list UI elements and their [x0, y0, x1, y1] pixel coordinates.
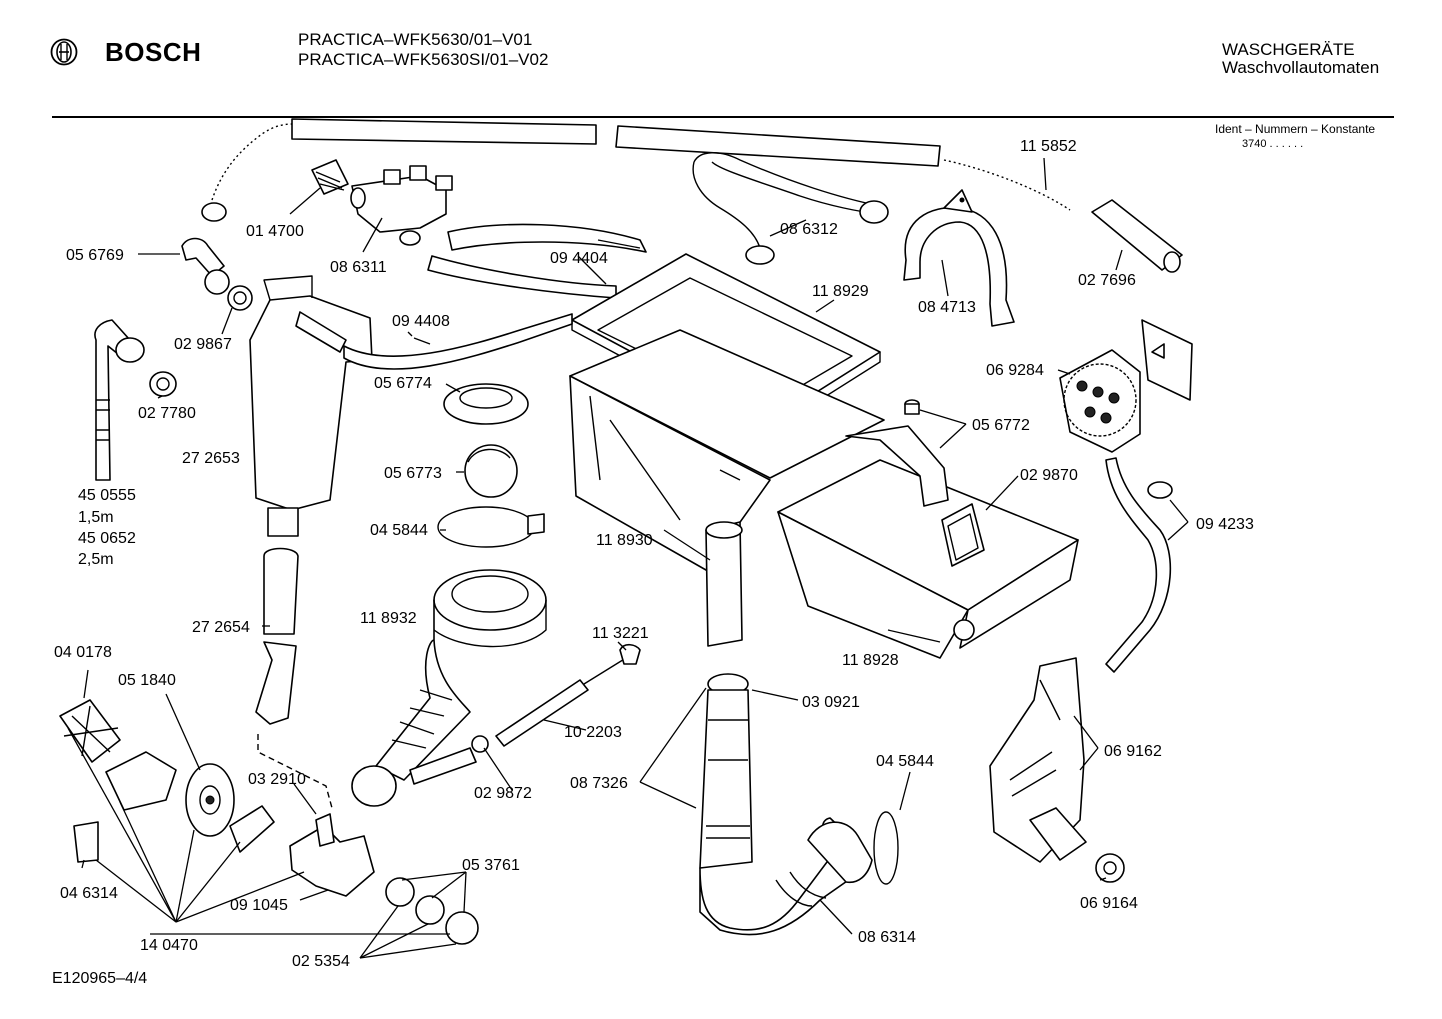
- part-label: 09 4408: [392, 313, 450, 330]
- part-label: 05 3761: [462, 857, 520, 874]
- part-label: 04 5844: [876, 753, 934, 770]
- brand-name: BOSCH: [105, 37, 202, 67]
- part-label: 03 0921: [802, 694, 860, 711]
- part-label: 45 0652: [78, 530, 136, 547]
- part-label: 08 7326: [570, 775, 628, 792]
- part-label: 03 2910: [248, 771, 306, 788]
- part-label: 01 4700: [246, 223, 304, 240]
- header-rule: [52, 116, 1394, 118]
- part-label: 2,5m: [78, 551, 114, 568]
- air-trap-drawing: [249, 275, 573, 537]
- part-label: 06 9162: [1104, 743, 1162, 760]
- part-label: 11 3221: [592, 625, 649, 642]
- part-label: 04 5844: [370, 522, 428, 539]
- part-label: 05 6772: [972, 417, 1030, 434]
- part-label: 09 4233: [1196, 516, 1254, 533]
- detergent-drawer-drawing: [569, 329, 885, 647]
- part-label: 02 9867: [174, 336, 232, 353]
- part-labels: 05 6769 01 4700 08 6311 09 4404 08 6312 …: [54, 138, 1254, 970]
- part-label: 08 6312: [780, 221, 838, 238]
- model-line-2: PRACTICA–WFK5630SI/01–V02: [298, 50, 549, 69]
- ident-title: Ident – Nummern – Konstante: [1215, 122, 1376, 136]
- part-label: 06 9284: [986, 362, 1044, 379]
- part-label: 11 5852: [1020, 138, 1077, 155]
- part-label: 1,5m: [78, 509, 114, 526]
- tub-seal-drawing: [437, 383, 545, 548]
- rear-panel-bracket-drawing: [989, 657, 1125, 883]
- part-label: 08 6314: [858, 929, 916, 946]
- lower-hose-drawing: [255, 547, 333, 809]
- hose-clamp-bracket-drawing: [903, 189, 1015, 327]
- part-label: 11 8928: [842, 652, 899, 669]
- part-label: 11 8930: [596, 532, 653, 549]
- part-label: 45 0555: [78, 487, 136, 504]
- part-label: 06 9164: [1080, 895, 1138, 912]
- category-title: WASCHGERÄTE: [1222, 40, 1355, 59]
- part-label: 27 2654: [192, 619, 250, 636]
- model-line-1: PRACTICA–WFK5630/01–V01: [298, 30, 533, 49]
- level-switch-drawing: [1059, 319, 1193, 673]
- ident-value: 3740 . . . . . .: [1242, 138, 1304, 150]
- leader-lines: [67, 157, 1189, 959]
- sump-pipe-drawing: [699, 673, 899, 936]
- connection-hoses-drawing: [427, 152, 889, 299]
- part-label: 04 6314: [60, 885, 118, 902]
- pump-drawing: [59, 699, 479, 945]
- category-subtitle: Waschvollautomaten: [1222, 58, 1380, 77]
- part-label: 11 8932: [360, 610, 417, 627]
- part-label: 05 6769: [66, 247, 124, 264]
- part-label: 10 2203: [564, 724, 622, 741]
- part-label: 09 1045: [230, 897, 288, 914]
- part-label: 08 6311: [330, 259, 387, 276]
- drain-hose-drawing: [94, 319, 177, 481]
- part-label: 02 9872: [474, 785, 532, 802]
- inlet-valve-drawing: [311, 159, 453, 246]
- inlet-hose-drawing: [201, 118, 1183, 273]
- part-label: 02 7696: [1078, 272, 1136, 289]
- bosch-armature-logo-icon: [50, 38, 78, 66]
- part-label: 09 4404: [550, 250, 608, 267]
- part-label: 08 4713: [918, 299, 976, 316]
- drawing-code: E120965–4/4: [52, 970, 148, 987]
- part-label: 04 0178: [54, 644, 112, 661]
- part-label: 02 7780: [138, 405, 196, 422]
- part-label: 05 1840: [118, 672, 176, 689]
- part-label: 02 5354: [292, 953, 350, 970]
- drain-elbow-drawing: [181, 237, 253, 311]
- part-label: 14 0470: [140, 937, 198, 954]
- part-label: 05 6774: [374, 375, 432, 392]
- part-label: 02 9870: [1020, 467, 1078, 484]
- sump-hose-drawing: [351, 569, 547, 807]
- drawer-housing-drawing: [777, 399, 1079, 659]
- part-label: 05 6773: [384, 465, 442, 482]
- part-label: 27 2653: [182, 450, 240, 467]
- part-label: 11 8929: [812, 283, 869, 300]
